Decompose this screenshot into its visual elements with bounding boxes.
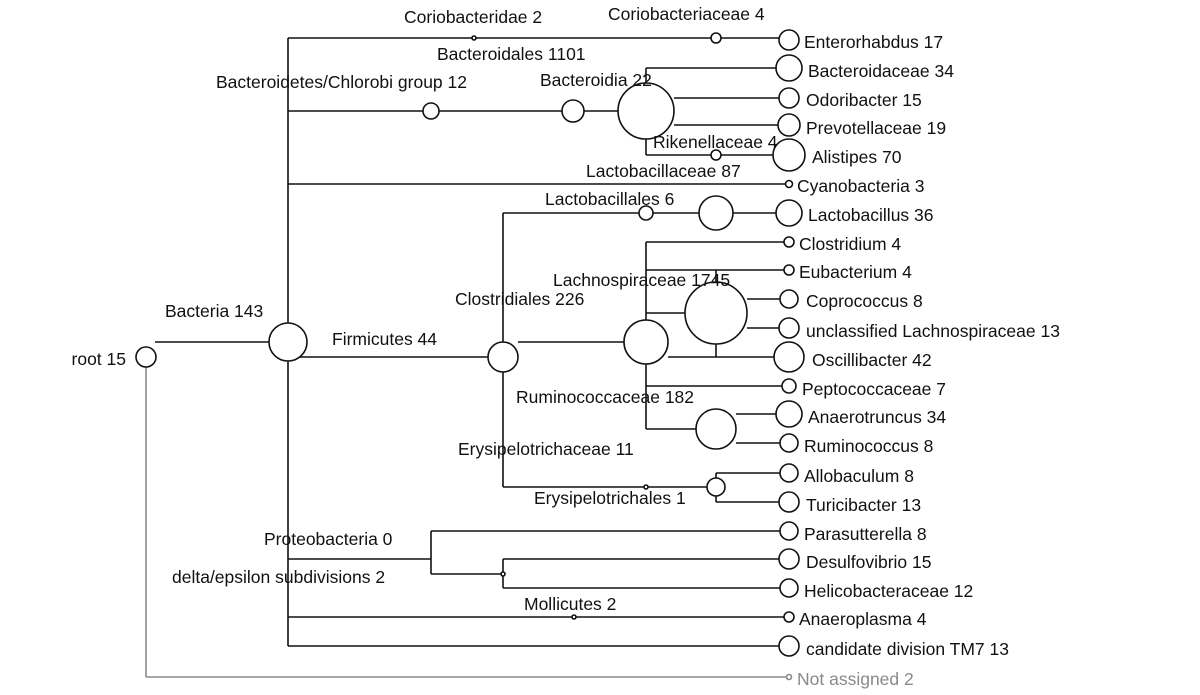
label-erysipelotrichales[interactable]: Erysipelotrichales 1 (534, 488, 686, 508)
label-alistipes[interactable]: Alistipes 70 (812, 147, 902, 167)
node-anaerotruncus[interactable] (775, 400, 803, 428)
node-lachnospiraceae[interactable] (684, 281, 748, 345)
node-bacteria[interactable] (268, 322, 308, 362)
label-ruminococcus[interactable]: Ruminococcus 8 (804, 436, 933, 456)
node-lactobacillaceae[interactable] (698, 195, 734, 231)
label-coriobacteridae[interactable]: Coriobacteridae 2 (404, 7, 542, 27)
node-prevotellaceae[interactable] (777, 113, 801, 137)
label-erysipelotrichaceae[interactable]: Erysipelotrichaceae 11 (458, 439, 634, 459)
node-turicibacter[interactable] (778, 491, 800, 513)
node-coriobacteriaceae[interactable] (710, 32, 722, 44)
node-erysipelotrichaceae[interactable] (643, 484, 649, 490)
label-firmicutes[interactable]: Firmicutes 44 (332, 329, 437, 349)
label-rikenellaceae[interactable]: Rikenellaceae 4 (653, 132, 778, 152)
label-delta-epsilon[interactable]: delta/epsilon subdivisions 2 (172, 567, 385, 587)
label-desulfovibrio[interactable]: Desulfovibrio 15 (806, 552, 931, 572)
label-bacteria[interactable]: Bacteria 143 (165, 301, 263, 321)
tree-labels: root 15 Bacteria 143 Not assigned 2 Cori… (72, 4, 1060, 689)
node-lactobacillales[interactable] (638, 205, 654, 221)
node-bacteroidia[interactable] (561, 99, 585, 123)
node-tm7[interactable] (778, 635, 800, 657)
node-rikenellaceae[interactable] (710, 149, 722, 161)
node-oscillibacter[interactable] (773, 341, 805, 373)
label-peptococcaceae[interactable]: Peptococcaceae 7 (802, 379, 946, 399)
label-bacteroidia[interactable]: Bacteroidia 22 (540, 70, 652, 90)
node-delta-epsilon[interactable] (500, 571, 506, 577)
node-erysipelotrichales[interactable] (706, 477, 726, 497)
label-lactobacillus[interactable]: Lactobacillus 36 (808, 205, 934, 225)
label-tm7[interactable]: candidate division TM7 13 (806, 639, 1009, 659)
node-desulfovibrio[interactable] (778, 548, 800, 570)
node-eubacterium[interactable] (783, 264, 795, 276)
label-eubacterium[interactable]: Eubacterium 4 (799, 262, 912, 282)
node-firmicutes[interactable] (487, 341, 519, 373)
label-root[interactable]: root 15 (72, 349, 126, 369)
node-parasutterella[interactable] (779, 521, 799, 541)
label-lactobacillaceae[interactable]: Lactobacillaceae 87 (586, 161, 741, 181)
label-odoribacter[interactable]: Odoribacter 15 (806, 90, 922, 110)
node-coprococcus[interactable] (779, 289, 799, 309)
label-coriobacteriaceae[interactable]: Coriobacteriaceae 4 (608, 4, 765, 24)
node-not-assigned[interactable] (785, 673, 793, 681)
node-root[interactable] (135, 346, 157, 368)
label-bacteroidaceae[interactable]: Bacteroidaceae 34 (808, 61, 954, 81)
node-clostridium[interactable] (783, 236, 795, 248)
node-bacteroidales[interactable] (617, 82, 675, 140)
label-lactobacillales[interactable]: Lactobacillales 6 (545, 189, 674, 209)
label-clostridium[interactable]: Clostridium 4 (799, 234, 901, 254)
label-enterorhabdus[interactable]: Enterorhabdus 17 (804, 32, 943, 52)
label-proteobacteria[interactable]: Proteobacteria 0 (264, 529, 393, 549)
node-alistipes[interactable] (772, 138, 806, 172)
label-unclassified-lachnospiraceae[interactable]: unclassified Lachnospiraceae 13 (806, 321, 1060, 341)
node-coriobacteridae[interactable] (471, 35, 477, 41)
label-mollicutes[interactable]: Mollicutes 2 (524, 594, 616, 614)
node-unclassified-lachnospiraceae[interactable] (778, 317, 800, 339)
label-ruminococcaceae[interactable]: Ruminococcaceae 182 (516, 387, 694, 407)
node-odoribacter[interactable] (778, 87, 800, 109)
label-bacteroidetes-chlorobi[interactable]: Bacteroidetes/Chlorobi group 12 (216, 72, 467, 92)
label-bacteroidales[interactable]: Bacteroidales 1101 (437, 44, 586, 64)
label-allobaculum[interactable]: Allobaculum 8 (804, 466, 914, 486)
node-clostridiales[interactable] (623, 319, 669, 365)
label-oscillibacter[interactable]: Oscillibacter 42 (812, 350, 932, 370)
node-bacteroidaceae[interactable] (775, 54, 803, 82)
label-turicibacter[interactable]: Turicibacter 13 (806, 495, 921, 515)
label-cyanobacteria[interactable]: Cyanobacteria 3 (797, 176, 924, 196)
label-not-assigned[interactable]: Not assigned 2 (797, 669, 914, 689)
node-allobaculum[interactable] (779, 463, 799, 483)
node-peptococcaceae[interactable] (781, 378, 797, 394)
label-parasutterella[interactable]: Parasutterella 8 (804, 524, 927, 544)
node-anaeroplasma[interactable] (783, 611, 795, 623)
label-clostridiales[interactable]: Clostridiales 226 (455, 289, 584, 309)
node-ruminococcaceae[interactable] (695, 408, 737, 450)
label-helicobacteraceae[interactable]: Helicobacteraceae 12 (804, 581, 973, 601)
label-anaeroplasma[interactable]: Anaeroplasma 4 (799, 609, 927, 629)
node-enterorhabdus[interactable] (778, 29, 800, 51)
tree-nodes (135, 29, 806, 681)
label-lachnospiraceae[interactable]: Lachnospiraceae 1745 (553, 270, 730, 290)
node-mollicutes[interactable] (571, 614, 577, 620)
label-coprococcus[interactable]: Coprococcus 8 (806, 291, 923, 311)
node-bacteroidetes-chlorobi[interactable] (422, 102, 440, 120)
node-ruminococcus[interactable] (779, 433, 799, 453)
label-prevotellaceae[interactable]: Prevotellaceae 19 (806, 118, 946, 138)
label-anaerotruncus[interactable]: Anaerotruncus 34 (808, 407, 946, 427)
node-cyanobacteria[interactable] (784, 179, 794, 189)
node-helicobacteraceae[interactable] (779, 578, 799, 598)
node-lactobacillus[interactable] (775, 199, 803, 227)
